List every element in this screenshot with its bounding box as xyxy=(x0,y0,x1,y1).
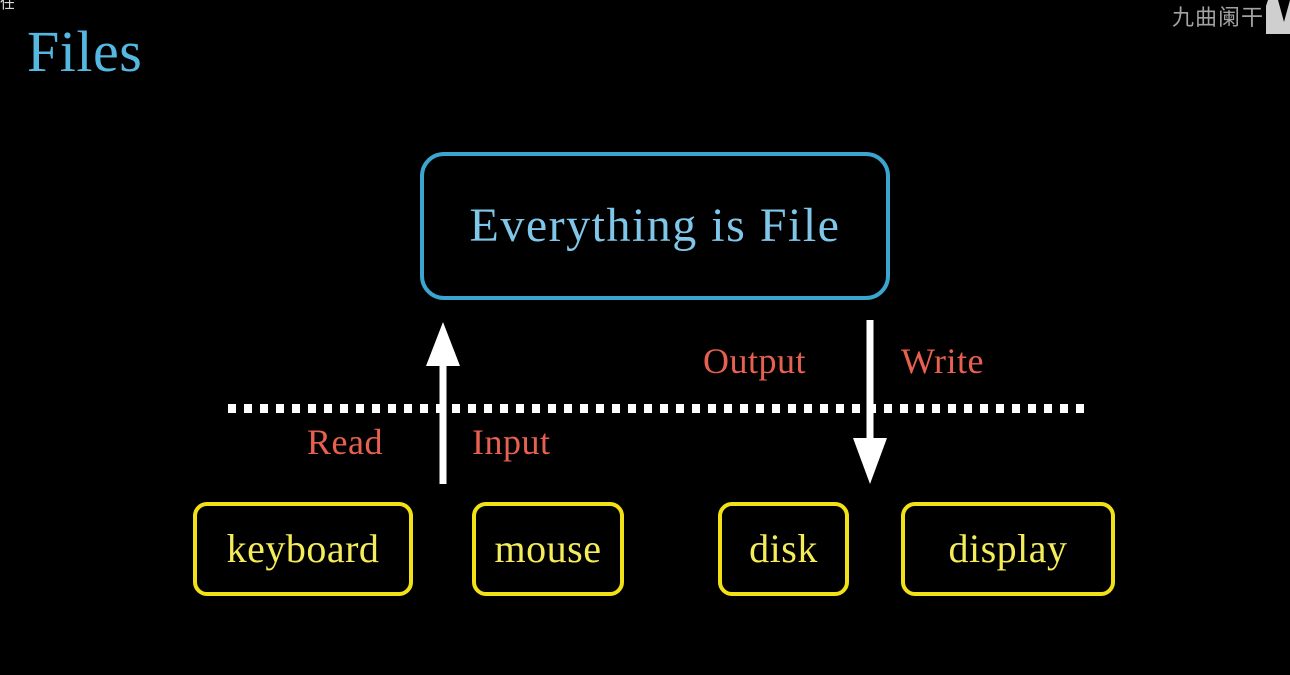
flow-label-write: Write xyxy=(901,341,985,381)
device-label-display: display xyxy=(948,526,1068,571)
device-box-mouse: mouse xyxy=(472,502,624,596)
device-label-mouse: mouse xyxy=(494,526,602,571)
device-box-disk: disk xyxy=(718,502,849,596)
flow-label-read: Read xyxy=(307,422,383,462)
device-box-display: display xyxy=(901,502,1115,596)
output-arrow-down-icon xyxy=(851,320,889,486)
flow-label-output: Output xyxy=(703,341,807,381)
watermark-logo-icon xyxy=(1266,0,1290,34)
concept-box-everything-is-file: Everything is File xyxy=(420,152,890,300)
device-label-disk: disk xyxy=(749,526,818,571)
device-label-keyboard: keyboard xyxy=(226,526,380,571)
page-title: Files xyxy=(27,19,143,84)
input-arrow-up-icon xyxy=(424,320,462,484)
concept-box-label: Everything is File xyxy=(469,199,841,252)
boundary-dashed-line xyxy=(228,404,1084,413)
device-box-keyboard: keyboard xyxy=(193,502,413,596)
channel-watermark: 九曲阑干 xyxy=(1171,5,1264,30)
corner-glyph-artifact: 任 xyxy=(0,0,14,12)
flow-label-input: Input xyxy=(472,422,551,462)
